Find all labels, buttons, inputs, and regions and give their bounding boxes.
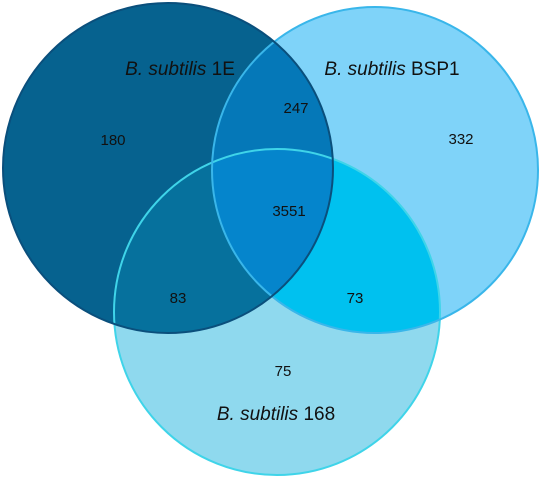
set-label-168: B. subtilis 168 xyxy=(217,404,335,425)
count-1e-bsp1: 247 xyxy=(283,100,308,117)
count-only-168: 75 xyxy=(275,363,292,380)
outline-1e xyxy=(2,2,334,334)
count-1e-168: 83 xyxy=(170,290,187,307)
count-all-three: 3551 xyxy=(272,203,305,220)
count-only-bsp1: 332 xyxy=(448,131,473,148)
outline-bsp1 xyxy=(211,6,539,334)
set-label-1e: B. subtilis 1E xyxy=(125,59,235,80)
set-label-bsp1: B. subtilis BSP1 xyxy=(324,59,459,80)
count-bsp1-168: 73 xyxy=(347,290,364,307)
outline-168 xyxy=(113,148,441,476)
count-only-1e: 180 xyxy=(100,132,125,149)
